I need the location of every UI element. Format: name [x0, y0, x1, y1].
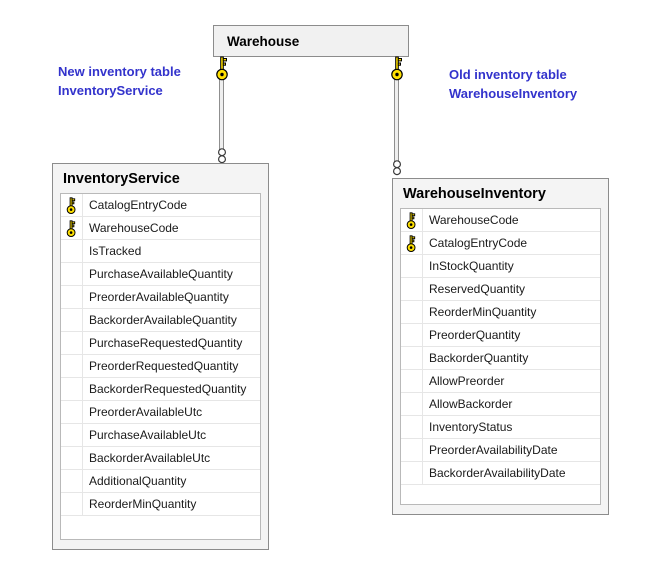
primary-key-icon: [401, 255, 423, 277]
table-column-row[interactable]: ReservedQuantity: [401, 278, 600, 301]
table-column-row[interactable]: PreorderRequestedQuantity: [61, 355, 260, 378]
table-columns-list: CatalogEntryCode WarehouseCode IsTracked…: [60, 193, 261, 540]
annotation-old-inventory[interactable]: Old inventory table WarehouseInventory: [449, 65, 577, 103]
table-column-row[interactable]: AllowPreorder: [401, 370, 600, 393]
column-name: BackorderRequestedQuantity: [89, 382, 247, 396]
table-column-row[interactable]: BackorderRequestedQuantity: [61, 378, 260, 401]
table-column-row[interactable]: CatalogEntryCode: [401, 232, 600, 255]
primary-key-icon: [61, 194, 83, 216]
table-warehouse[interactable]: Warehouse: [213, 25, 409, 57]
primary-key-icon: [401, 370, 423, 392]
column-name: PreorderQuantity: [429, 328, 521, 342]
table-column-row[interactable]: ReorderMinQuantity: [61, 493, 260, 516]
primary-key-icon: [61, 217, 83, 239]
column-name: InventoryStatus: [429, 420, 513, 434]
table-column-row[interactable]: PreorderAvailabilityDate: [401, 439, 600, 462]
column-name: ReservedQuantity: [429, 282, 526, 296]
column-name: AllowPreorder: [429, 374, 505, 388]
table-warehouse-title: Warehouse: [227, 33, 300, 49]
primary-key-icon: [401, 416, 423, 438]
table-column-row[interactable]: BackorderAvailableQuantity: [61, 309, 260, 332]
infinity-icon: [393, 160, 401, 176]
primary-key-icon: [401, 278, 423, 300]
column-name: PreorderAvailableQuantity: [89, 290, 229, 304]
column-name: PreorderRequestedQuantity: [89, 359, 239, 373]
table-column-row[interactable]: ReorderMinQuantity: [401, 301, 600, 324]
table-column-row[interactable]: AllowBackorder: [401, 393, 600, 416]
primary-key-icon: [401, 301, 423, 323]
table-column-row[interactable]: PurchaseRequestedQuantity: [61, 332, 260, 355]
primary-key-icon: [61, 447, 83, 469]
primary-key-icon: [61, 355, 83, 377]
column-name: CatalogEntryCode: [89, 198, 188, 212]
table-column-row[interactable]: PurchaseAvailableQuantity: [61, 263, 260, 286]
table-column-row[interactable]: InventoryStatus: [401, 416, 600, 439]
annotation-line: New inventory table: [58, 64, 181, 79]
annotation-line: WarehouseInventory: [449, 86, 578, 101]
primary-key-icon: [401, 324, 423, 346]
table-column-row[interactable]: BackorderAvailabilityDate: [401, 462, 600, 485]
primary-key-icon: [61, 332, 83, 354]
table-column-row[interactable]: BackorderQuantity: [401, 347, 600, 370]
table-column-row[interactable]: WarehouseCode: [61, 217, 260, 240]
primary-key-icon: [61, 263, 83, 285]
column-name: BackorderAvailableUtc: [89, 451, 211, 465]
primary-key-icon: [401, 232, 423, 254]
column-name: CatalogEntryCode: [429, 236, 528, 250]
column-name: WarehouseCode: [89, 221, 179, 235]
column-name: WarehouseCode: [429, 213, 519, 227]
primary-key-icon: [61, 493, 83, 515]
column-name: PurchaseRequestedQuantity: [89, 336, 243, 350]
key-icon: [391, 56, 403, 81]
table-title: WarehouseInventory: [403, 185, 546, 202]
connector-line: [219, 78, 224, 150]
primary-key-icon: [401, 462, 423, 484]
connector-line: [394, 78, 399, 162]
column-name: PurchaseAvailableUtc: [89, 428, 207, 442]
table-column-row[interactable]: InStockQuantity: [401, 255, 600, 278]
table-column-row[interactable]: IsTracked: [61, 240, 260, 263]
column-name: ReorderMinQuantity: [429, 305, 537, 319]
primary-key-icon: [401, 393, 423, 415]
primary-key-icon: [401, 439, 423, 461]
column-name: IsTracked: [89, 244, 142, 258]
primary-key-icon: [401, 347, 423, 369]
table-column-row[interactable]: PreorderAvailableUtc: [61, 401, 260, 424]
primary-key-icon: [61, 470, 83, 492]
table-column-row[interactable]: PreorderAvailableQuantity: [61, 286, 260, 309]
primary-key-icon: [61, 378, 83, 400]
key-icon: [216, 56, 228, 81]
table-title: InventoryService: [63, 170, 180, 187]
column-name: InStockQuantity: [429, 259, 514, 273]
primary-key-icon: [61, 309, 83, 331]
table-inventoryservice[interactable]: InventoryService CatalogEntryCode Wareho…: [52, 163, 269, 550]
primary-key-icon: [61, 286, 83, 308]
table-column-row[interactable]: PurchaseAvailableUtc: [61, 424, 260, 447]
column-name: AdditionalQuantity: [89, 474, 187, 488]
table-columns-list: WarehouseCode CatalogEntryCode InStockQu…: [400, 208, 601, 505]
column-name: BackorderAvailableQuantity: [89, 313, 237, 327]
column-name: PreorderAvailabilityDate: [429, 443, 558, 457]
column-name: PurchaseAvailableQuantity: [89, 267, 233, 281]
column-name: BackorderQuantity: [429, 351, 529, 365]
primary-key-icon: [401, 209, 423, 231]
annotation-line: Old inventory table: [449, 67, 567, 82]
table-column-row[interactable]: WarehouseCode: [401, 209, 600, 232]
column-name: AllowBackorder: [429, 397, 513, 411]
table-column-row[interactable]: CatalogEntryCode: [61, 194, 260, 217]
table-column-row[interactable]: AdditionalQuantity: [61, 470, 260, 493]
primary-key-icon: [61, 240, 83, 262]
annotation-line: InventoryService: [58, 83, 163, 98]
annotation-new-inventory[interactable]: New inventory table InventoryService: [58, 62, 181, 100]
column-name: ReorderMinQuantity: [89, 497, 197, 511]
table-column-row[interactable]: BackorderAvailableUtc: [61, 447, 260, 470]
column-name: BackorderAvailabilityDate: [429, 466, 566, 480]
table-column-row[interactable]: PreorderQuantity: [401, 324, 600, 347]
infinity-icon: [218, 148, 226, 164]
table-warehouseinventory[interactable]: WarehouseInventory WarehouseCode Catalog…: [392, 178, 609, 515]
column-name: PreorderAvailableUtc: [89, 405, 203, 419]
primary-key-icon: [61, 424, 83, 446]
primary-key-icon: [61, 401, 83, 423]
